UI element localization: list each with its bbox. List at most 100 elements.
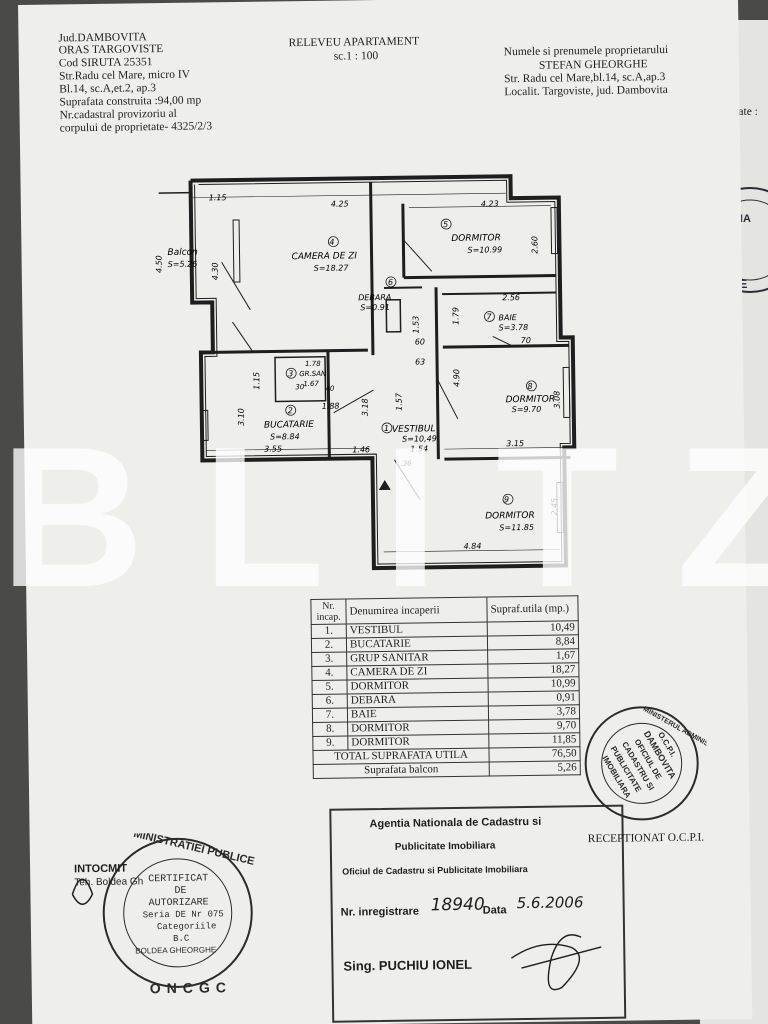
authorization-stamp: MINISTRATIEI PUBLICE INTOCMIT Teh. Bolde… xyxy=(71,832,256,996)
table-cell-nr: 2. xyxy=(311,638,347,653)
dim-16: 1.88 xyxy=(322,402,340,411)
table-cell-area: 8,84 xyxy=(487,634,579,651)
table-cell-area: 10,99 xyxy=(487,676,580,693)
room-9-name: DORMITOR xyxy=(485,511,535,522)
document-page: Jud.DAMBOVITA ORAS TARGOVISTE Cod SIRUTA… xyxy=(18,0,753,1024)
dim-6: 2.60 xyxy=(530,236,539,254)
registry-date-label: Data xyxy=(482,904,507,917)
table-cell-nr: 8. xyxy=(312,721,348,737)
header-left: Jud.DAMBOVITA ORAS TARGOVISTE Cod SIRUTA… xyxy=(18,0,738,134)
registry-line-1: Agentia Nationala de Cadastru si xyxy=(369,815,542,831)
header-left-line-5: Bl.14, sc.A,et.2, ap.3 xyxy=(59,82,157,96)
dim-10: 60 xyxy=(415,337,425,346)
room-6-area: S=0.91 xyxy=(360,303,390,312)
total-value: 76,50 xyxy=(488,746,581,763)
registry-number-value: 18940 xyxy=(430,894,485,916)
dim-25: 4.84 xyxy=(464,542,482,551)
dim-23: 3.15 xyxy=(506,439,524,448)
intocmit-label: INTOCMIT xyxy=(74,863,127,876)
header-left-line-2: ORAS TARGOVISTE xyxy=(58,43,164,57)
table-cell-nr: 5. xyxy=(311,679,348,695)
registry-date-value: 5.6.2006 xyxy=(516,893,584,913)
room-9-number: 9 xyxy=(504,495,509,504)
registry-number-label: Nr. inregistrare xyxy=(340,905,420,919)
room-6-number: 6 xyxy=(388,278,393,287)
signature-left xyxy=(71,878,94,905)
document-scale: sc.1 : 100 xyxy=(333,50,379,63)
stamp-left-line-4: Seria DE Nr 075 xyxy=(143,909,224,920)
dim-21: 1.46 xyxy=(352,445,370,454)
room-2-name: BUCATARIE xyxy=(264,420,314,431)
room-7-name: BAIE xyxy=(498,313,517,322)
dim-7: 2.56 xyxy=(502,293,520,302)
stamp-left-bottom: ONCGC xyxy=(150,979,232,996)
stamp-left-ring: MINISTRATIEI PUBLICE xyxy=(132,832,255,868)
table-cell-area: 9,70 xyxy=(488,718,580,735)
dim-26: 1.78 xyxy=(305,360,321,368)
table-cell-nr: 9. xyxy=(312,735,348,751)
stamp-left-line-2: DE xyxy=(174,886,186,897)
stamp-left-line-1: CERTIFICAT xyxy=(148,873,208,885)
room-1-area: S=10,49 xyxy=(402,434,437,443)
room-1-number: 1 xyxy=(384,424,389,433)
dim-27: 30 xyxy=(295,383,305,391)
room-4-area: S=18.27 xyxy=(314,263,350,272)
table-cell-area: 11,85 xyxy=(488,732,580,749)
room-6-name: DEBARA xyxy=(358,293,391,302)
room-5-name: DORMITOR xyxy=(451,233,501,244)
balcon-value: 5,26 xyxy=(489,760,581,777)
header-right-line-1: Numele si prenumele proprietarului xyxy=(503,43,669,59)
dim-15: 3.10 xyxy=(237,408,246,426)
table-cell-nr: 7. xyxy=(312,707,348,723)
header-left-line-8: corpului de proprietate- 4325/2/3 xyxy=(59,120,213,135)
balcon-name: Balcon xyxy=(167,248,198,258)
table-cell-area: 18,27 xyxy=(487,662,579,679)
dim-2: 4.25 xyxy=(331,199,349,208)
dim-14: 1.15 xyxy=(252,372,261,390)
dim-8: 1.53 xyxy=(411,316,420,334)
header-left-line-7: Nr.cadastral provizoriu al xyxy=(59,107,177,122)
owner-name: STEFAN GHEORGHE xyxy=(538,58,648,72)
floor-plan: 1.15 4.25 4.23 4.50 4.30 2.60 2.56 1.53 … xyxy=(155,174,577,571)
table-cell-nr: 3. xyxy=(311,652,347,667)
room-8-name: DORMITOR xyxy=(506,395,556,406)
room-5-number: 5 xyxy=(443,220,448,229)
room-3-number: 3 xyxy=(288,369,293,378)
dim-5: 4.30 xyxy=(211,262,220,280)
room-3-area: 1.67 xyxy=(303,380,319,388)
tehnician-name: Teh. Boldea Gh xyxy=(74,876,143,888)
room-8-area: S=9.70 xyxy=(512,405,542,414)
entrance-marker xyxy=(378,479,391,491)
dim-22: 1.54 xyxy=(410,444,428,453)
balcon-label: Suprafata balcon xyxy=(313,762,490,779)
room-5-area: S=10.99 xyxy=(467,245,502,254)
header-left-line-4: Str.Radu cel Mare, micro IV xyxy=(58,68,191,83)
receptionat-label: RECEPTIONAT O.C.P.I. xyxy=(587,831,705,846)
table-cell-area: 1,67 xyxy=(487,648,579,665)
table-cell-area: 3,78 xyxy=(488,704,580,721)
room-2-number: 2 xyxy=(288,406,293,415)
dim-17: 3.18 xyxy=(361,398,370,416)
registry-signature xyxy=(510,934,602,991)
room-1-name: VESTIBUL xyxy=(392,424,436,435)
table-cell-nr: 6. xyxy=(312,693,348,709)
room-4-number: 4 xyxy=(329,238,334,247)
stamp-left-line-7: BOLDEA GHEORGHE xyxy=(135,945,216,955)
stamp-left-line-6: B.C xyxy=(173,934,190,944)
dim-1: 1.15 xyxy=(209,193,227,202)
header-left-line-3: Cod SIRUTA 25351 xyxy=(58,56,153,70)
ocpi-stamp: MINISTERUL ADMINISTRATIEI SI INTERNELOR … xyxy=(584,706,708,821)
balcon-area: S=5.26 xyxy=(168,260,198,269)
room-2-area: S=8.84 xyxy=(270,432,300,441)
document-title: RELEVEU APARTAMENT xyxy=(288,35,420,50)
stamp-left-line-3: AUTORIZARE xyxy=(149,897,209,909)
room-7-area: S=3.78 xyxy=(499,323,529,332)
dim-9: 1.79 xyxy=(451,307,460,325)
room-9-area: S=11.85 xyxy=(499,523,534,532)
dim-28: 40 xyxy=(325,385,335,393)
stamp-left-line-5: Categoriile xyxy=(157,921,217,932)
dim-29: .36 xyxy=(400,460,412,468)
table-cell-area: 0,91 xyxy=(488,690,580,707)
dim-3: 4.23 xyxy=(481,199,499,208)
